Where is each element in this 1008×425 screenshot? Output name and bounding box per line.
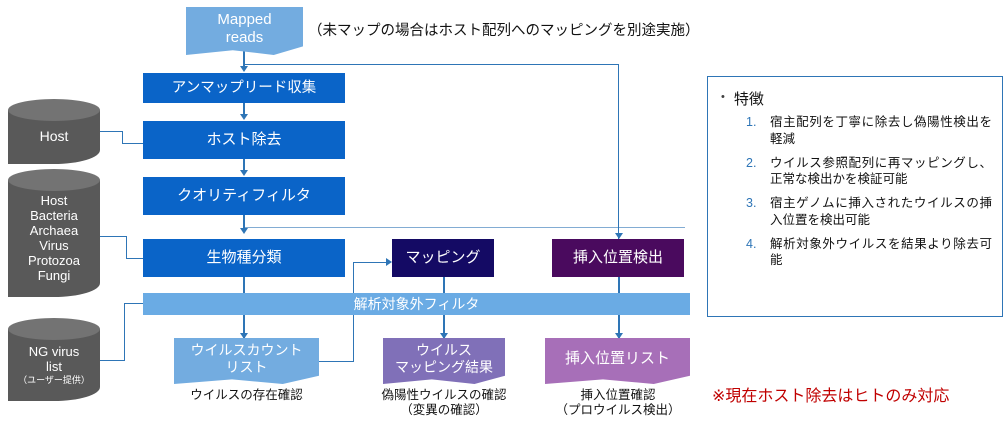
step-unmapped-collect[interactable]: アンマップリード収集 — [143, 73, 345, 103]
arrow-quality-to-species — [240, 228, 248, 234]
connector-refdb-h2 — [126, 258, 144, 259]
step-mapping-label: マッピング — [405, 249, 481, 267]
list-item-text: ウイルス参照配列に再マッピングし、正常な検出かを検証可能 — [770, 155, 992, 187]
connector-count-to-mapping-h2 — [353, 262, 386, 263]
step-unmapped-collect-label: アンマップリード収集 — [171, 79, 317, 96]
arrow-unmapped-to-hostremoval — [240, 114, 248, 120]
output-insertion-position-list[interactable]: 挿入位置リスト — [545, 338, 690, 384]
bullet-icon: • — [721, 91, 725, 103]
caption-line-1: 偽陽性ウイルスの確認 — [381, 388, 507, 402]
db-ng-virus-list-text: NG virus list — [28, 343, 80, 374]
db-ng-virus-list[interactable]: NG virus list （ユーザー提供） — [8, 318, 100, 401]
step-quality-filter[interactable]: クオリティフィルタ — [143, 177, 345, 215]
connector-unmapped-to-hostremoval — [243, 103, 245, 117]
arrow-insertion-to-list — [615, 333, 623, 339]
db-host[interactable]: Host — [8, 99, 100, 164]
cylinder-body — [8, 180, 100, 297]
top-note: （未マップの場合はホスト配列へのマッピングを別途実施） — [308, 23, 700, 39]
caption-line-2: （プロウイルス検出） — [555, 403, 681, 418]
filter-bar-label: 解析対象外フィルタ — [353, 295, 480, 312]
red-note: ※現在ホスト除去はヒトのみ対応 — [712, 388, 950, 405]
step-host-removal-label: ホスト除去 — [206, 131, 282, 149]
step-mapping[interactable]: マッピング — [392, 239, 494, 277]
step-host-removal[interactable]: ホスト除去 — [143, 121, 345, 159]
output-insertion-position-list-label: 挿入位置リスト — [564, 350, 670, 368]
connector-hostdb-h1 — [100, 131, 122, 132]
arrow-mapped-to-unmapped — [240, 66, 248, 72]
features-list: 1. 宿主配列を丁寧に除去し偽陽性検出を軽減 2. ウイルス参照配列に再マッピン… — [746, 114, 992, 276]
connector-refdb-v — [126, 236, 127, 258]
list-item: 4. 解析対象外ウイルスを結果より除去可能 — [746, 236, 992, 270]
cylinder-top — [8, 99, 100, 121]
list-item: 1. 宿主配列を丁寧に除去し偽陽性検出を軽減 — [746, 114, 992, 148]
caption-line-1: ウイルスの存在確認 — [190, 388, 303, 402]
connector-top-branch-horizontal — [244, 64, 619, 65]
connector-count-to-mapping-h1 — [318, 361, 353, 362]
connector-hostdb-v — [122, 131, 123, 143]
output-insertion-position-list-caption: 挿入位置確認 （プロウイルス検出） — [538, 388, 698, 419]
features-panel-heading-text: 特徴 — [733, 91, 764, 108]
connector-refdb-h1 — [100, 236, 126, 237]
connector-hostremoval-to-quality — [243, 159, 245, 173]
db-reference[interactable]: Host Bacteria Archaea Virus Protozoa Fun… — [8, 169, 100, 297]
list-item-number: 1. — [746, 115, 757, 129]
output-virus-count-list[interactable]: ウイルスカウント リスト — [174, 338, 319, 384]
output-virus-mapping-result[interactable]: ウイルス マッピング結果 — [383, 338, 505, 384]
arrow-count-to-mapping — [386, 258, 392, 266]
cylinder-top — [8, 318, 100, 340]
list-item: 2. ウイルス参照配列に再マッピングし、正常な検出かを検証可能 — [746, 155, 992, 189]
db-host-text: Host — [39, 128, 69, 145]
step-insertion-detect-label: 挿入位置検出 — [572, 249, 663, 267]
list-item-text: 宿主配列を丁寧に除去し偽陽性検出を軽減 — [770, 115, 992, 146]
connector-ngdb-h2 — [124, 303, 144, 304]
caption-line-1: 挿入位置確認 — [580, 388, 656, 402]
caption-line-2: （変異の確認） — [400, 403, 488, 418]
step-species-classify[interactable]: 生物種分類 — [143, 239, 345, 277]
connector-ngdb-h1 — [100, 360, 124, 361]
connector-ngdb-v — [124, 303, 125, 361]
arrow-mapping-to-vmapresult — [440, 333, 448, 339]
db-reference-text: Host Bacteria Archaea Virus Protozoa Fun… — [27, 192, 81, 284]
list-item-text: 宿主ゲノムに挿入されたウイルスの挿入位置を検出可能 — [770, 196, 992, 227]
features-panel-heading: • 特徴 — [721, 88, 764, 109]
output-virus-mapping-result-caption: 偽陽性ウイルスの確認 （変異の確認） — [364, 388, 524, 419]
connector-quality-branch-horizontal — [245, 227, 685, 228]
arrow-species-to-count — [240, 333, 248, 339]
input-mapped-reads[interactable]: Mapped reads — [186, 7, 303, 55]
arrow-branch-to-insertion — [615, 233, 623, 239]
step-quality-filter-label: クオリティフィルタ — [177, 187, 311, 205]
connector-mapped-to-unmapped — [243, 50, 245, 68]
output-virus-count-list-caption: ウイルスの存在確認 — [174, 388, 319, 403]
db-host-label: Host — [8, 99, 100, 164]
output-virus-mapping-result-label: ウイルス マッピング結果 — [395, 342, 493, 375]
connector-top-branch-vertical — [618, 64, 619, 239]
list-item: 3. 宿主ゲノムに挿入されたウイルスの挿入位置を検出可能 — [746, 195, 992, 229]
db-reference-label: Host Bacteria Archaea Virus Protozoa Fun… — [8, 169, 100, 297]
cylinder-body — [8, 329, 100, 401]
connector-hostdb-h2 — [122, 143, 144, 144]
arrow-hostremoval-to-quality — [240, 170, 248, 176]
db-ng-virus-list-sub: （ユーザー提供） — [18, 374, 90, 385]
list-item-number: 3. — [746, 196, 757, 210]
list-item-number: 2. — [746, 155, 757, 170]
connector-quality-to-species — [243, 215, 245, 231]
output-virus-count-list-label: ウイルスカウント リスト — [190, 342, 303, 375]
list-item-number: 4. — [746, 236, 757, 251]
input-mapped-reads-label: Mapped reads — [217, 11, 272, 46]
step-species-classify-label: 生物種分類 — [206, 249, 282, 267]
cylinder-top — [8, 169, 100, 191]
features-panel: • 特徴 1. 宿主配列を丁寧に除去し偽陽性検出を軽減 2. ウイルス参照配列に… — [707, 76, 1003, 317]
step-insertion-detect[interactable]: 挿入位置検出 — [552, 239, 684, 277]
filter-bar[interactable]: 解析対象外フィルタ — [143, 293, 690, 315]
db-ng-virus-list-label: NG virus list （ユーザー提供） — [8, 318, 100, 401]
list-item-text: 解析対象外ウイルスを結果より除去可能 — [770, 236, 992, 268]
